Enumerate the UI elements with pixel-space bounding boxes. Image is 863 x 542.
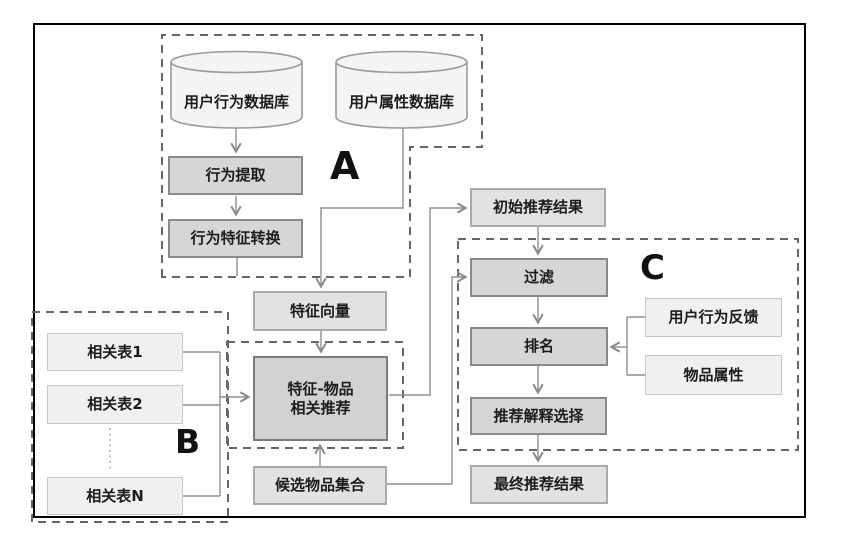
section-label-a: A bbox=[330, 144, 360, 188]
behavior-extract-box: 行为提取 bbox=[168, 156, 303, 195]
section-b-dashed-box bbox=[31, 311, 229, 523]
related-table-2-box: 相关表2 bbox=[47, 385, 183, 424]
feature-vector-box: 特征向量 bbox=[253, 291, 387, 331]
explanation-select-box: 推荐解释选择 bbox=[470, 397, 607, 435]
edge-candidates-to-filter bbox=[387, 271, 468, 485]
cylinder-shape bbox=[170, 50, 303, 129]
section-label-c: C bbox=[640, 248, 665, 288]
section-c-dashed-box bbox=[457, 238, 799, 451]
edge-attrdb-to-featurevector bbox=[315, 127, 404, 289]
final-results-box: 最终推荐结果 bbox=[470, 465, 608, 504]
user-behavior-database-cylinder: 用户行为数据库 bbox=[170, 50, 303, 130]
user-attribute-database-cylinder: 用户属性数据库 bbox=[335, 50, 468, 130]
ranking-box: 排名 bbox=[470, 327, 608, 366]
section-label-b: B bbox=[175, 422, 201, 461]
item-attributes-box: 物品属性 bbox=[645, 355, 782, 395]
behavior-feature-convert-box: 行为特征转换 bbox=[168, 219, 303, 258]
user-behavior-database-label: 用户行为数据库 bbox=[183, 92, 289, 111]
user-feedback-box: 用户行为反馈 bbox=[645, 298, 782, 337]
filter-box: 过滤 bbox=[470, 258, 608, 297]
cylinder-shape bbox=[335, 50, 468, 129]
section-a-dashed-box bbox=[161, 34, 483, 278]
feature-item-recommend-box: 特征-物品 相关推荐 bbox=[253, 356, 388, 441]
candidate-items-box: 候选物品集合 bbox=[253, 466, 387, 505]
related-table-n-box: 相关表N bbox=[47, 477, 183, 515]
edge-featureitem-to-initial bbox=[389, 202, 468, 396]
initial-results-box: 初始推荐结果 bbox=[470, 188, 606, 227]
user-attribute-database-label: 用户属性数据库 bbox=[348, 92, 454, 111]
related-table-1-box: 相关表1 bbox=[47, 333, 183, 371]
